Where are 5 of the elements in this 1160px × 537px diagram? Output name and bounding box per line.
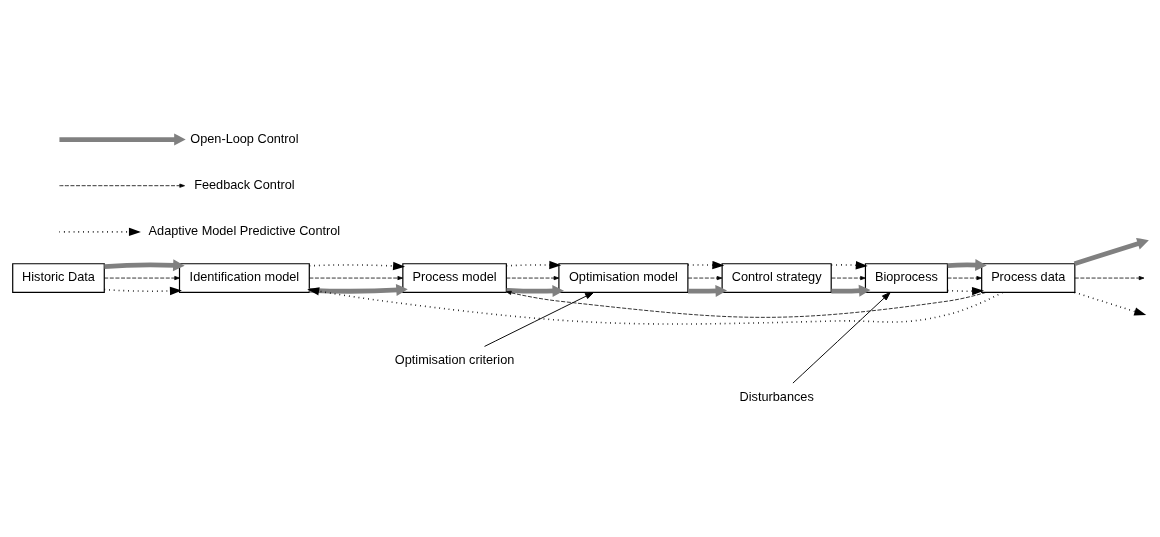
- node-text: Disturbances: [739, 388, 814, 404]
- legend-label: Feedback Control: [194, 176, 295, 192]
- legend-label: Adaptive Model Predictive Control: [148, 222, 341, 238]
- node-text: Optimisation criterion: [394, 351, 515, 367]
- legend-label: Open-Loop Control: [190, 130, 299, 146]
